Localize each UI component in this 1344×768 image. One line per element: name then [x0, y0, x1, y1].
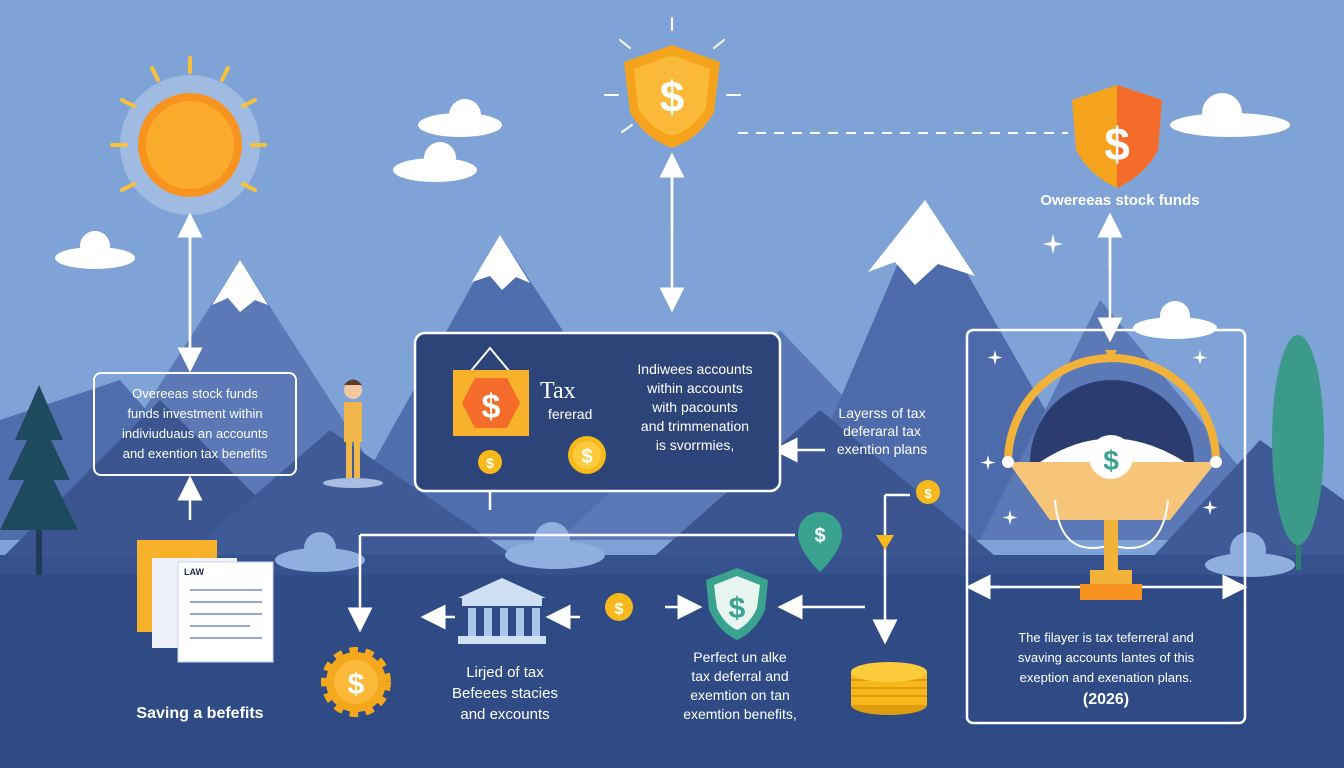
left-info-box	[93, 372, 297, 476]
svg-text:$: $	[615, 601, 624, 618]
sparkle	[980, 234, 1218, 525]
right-year: (2026)	[1082, 691, 1130, 708]
tree	[1272, 335, 1324, 570]
bottom-mid-caption: Perfect un alke tax deferral and exemtio…	[683, 649, 797, 722]
svg-text:$: $	[660, 73, 684, 122]
right-caption: The filayer is tax teferreral and svavin…	[1017, 630, 1195, 685]
svg-text:$: $	[1103, 445, 1119, 476]
shield-dollar-icon: $	[604, 17, 741, 148]
document-icon	[137, 540, 274, 663]
bottom-left-caption: Saving a befefits	[136, 705, 264, 722]
tax-tag-icon: $	[453, 346, 529, 436]
svg-text:$: $	[581, 446, 592, 468]
layers-text: Layerss of tax deferaral tax exention pl…	[836, 405, 928, 457]
marker-triangle	[876, 535, 894, 550]
coin-icon: $	[568, 436, 606, 474]
shield-dollar-icon: $	[706, 568, 768, 640]
coin-icon: $	[605, 593, 633, 621]
person-icon	[323, 379, 383, 488]
svg-text:$: $	[814, 525, 825, 547]
top-right-title: Owereeas stock funds	[1040, 192, 1200, 209]
balance-scale-icon: $	[1002, 350, 1222, 600]
right-panel	[965, 328, 1247, 725]
sun-icon	[110, 56, 267, 215]
center-description: Indiwees accounts within accounts with p…	[637, 361, 753, 453]
bottom-center-caption: Lirjed of tax Befeees stacies and excoun…	[452, 664, 558, 723]
tax-word: Tax	[540, 378, 576, 404]
tax-subword: fererad	[548, 406, 593, 422]
svg-text:$: $	[1104, 118, 1130, 170]
bank-icon	[458, 578, 546, 644]
coin-stack-icon	[851, 662, 927, 715]
svg-text:$: $	[348, 668, 365, 701]
low-cloud	[275, 522, 1295, 577]
pine-tree	[0, 385, 78, 575]
svg-text:$: $	[482, 388, 501, 426]
pin-dollar-icon: $	[798, 512, 842, 572]
document-tag: LAW	[184, 567, 204, 577]
gear-dollar-icon: $	[321, 647, 391, 717]
coin-icon: $	[478, 450, 502, 474]
cloud	[55, 93, 1290, 339]
shield-dollar-icon: $	[1072, 85, 1162, 188]
svg-text:$: $	[729, 592, 746, 625]
svg-text:$: $	[924, 486, 932, 501]
left-info-text: Overeeas stock funds funds investment wi…	[122, 386, 268, 461]
svg-text:$: $	[486, 455, 494, 471]
coin-icon: $	[916, 480, 940, 504]
